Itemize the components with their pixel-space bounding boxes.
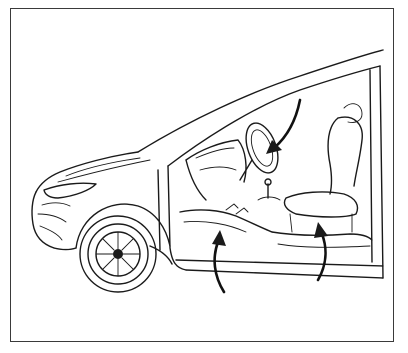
front-wheel (80, 216, 156, 292)
arrow-rear-footwell (314, 222, 328, 280)
arrow-steering-wheel (266, 100, 300, 154)
interior (180, 104, 372, 248)
